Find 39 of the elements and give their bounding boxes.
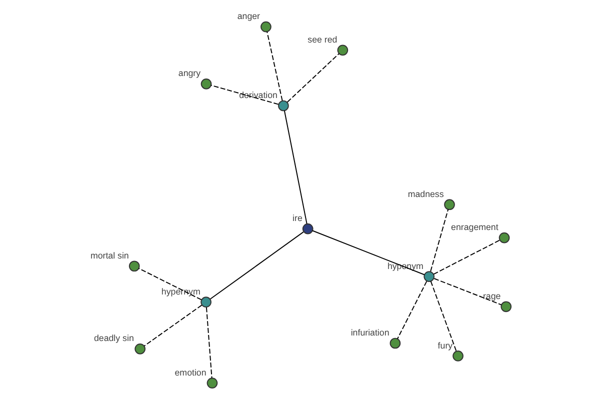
node-label: angry — [178, 68, 200, 78]
node-circle — [452, 350, 463, 362]
node-circle — [444, 199, 454, 210]
node-label: mortal sin — [90, 250, 128, 260]
node-label: ire — [292, 213, 302, 224]
connector — [432, 240, 500, 275]
connector — [209, 231, 304, 300]
connector — [266, 31, 282, 102]
node-label: infuriation — [350, 328, 389, 338]
connector — [143, 304, 202, 346]
node-label: emotion — [174, 367, 206, 378]
node-circle — [302, 223, 313, 234]
node-label: see red — [307, 34, 337, 44]
node-label: fury — [437, 340, 452, 350]
node-label: madness — [407, 188, 444, 199]
connector — [430, 280, 456, 352]
node-label: enragement — [450, 222, 498, 232]
node-circle — [200, 296, 211, 308]
node-circle — [498, 232, 510, 244]
node-circle — [500, 301, 512, 312]
node-circle — [278, 100, 288, 112]
node-circle — [423, 271, 434, 282]
connector — [311, 230, 424, 276]
node-circle — [206, 378, 218, 388]
node-circle — [336, 44, 348, 56]
node-circle — [200, 78, 212, 90]
connector — [283, 110, 307, 224]
connector — [396, 280, 427, 340]
connector — [205, 306, 212, 379]
node-circle — [128, 260, 140, 272]
node-label: rage — [482, 290, 500, 301]
connector — [430, 208, 448, 272]
connector — [433, 278, 502, 306]
node-circle — [260, 21, 271, 32]
node-circle — [389, 338, 400, 349]
node-label: deadly sin — [93, 333, 134, 344]
connector — [286, 53, 340, 103]
node-label: anger — [236, 11, 260, 22]
node-circle — [134, 343, 145, 354]
